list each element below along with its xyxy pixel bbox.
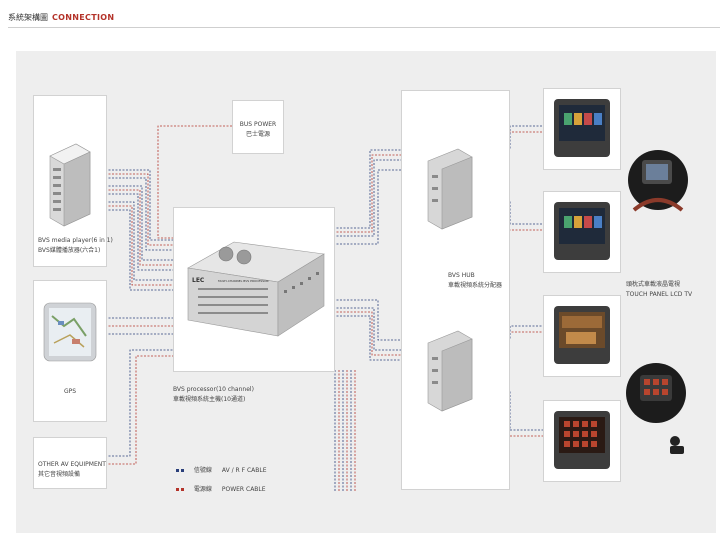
gps-device-icon	[43, 302, 97, 362]
legend-av-swatch-2	[181, 469, 184, 472]
media-player-device-icon	[49, 143, 91, 227]
hub-upper-icon	[427, 148, 473, 230]
legend-power-cable: 電源線 POWER CABLE	[176, 484, 266, 493]
bus-power-box: BUS POWER 巴士電源	[232, 100, 284, 154]
media-player-power-cables	[105, 173, 173, 286]
monitor-box-4	[543, 400, 621, 482]
legend-power-cn: 電源線	[193, 486, 212, 493]
legend-av-swatch	[176, 469, 179, 472]
monitor-1-icon	[554, 99, 610, 157]
touch-panel-label-cn: 頭枕式車載液晶電視	[626, 281, 681, 288]
hub-label-cn: 車載視頻系統分配器	[448, 282, 503, 289]
headrest-photo-bottom	[626, 363, 686, 423]
other-av-power-cable	[105, 355, 173, 465]
bus-power-cable	[157, 125, 232, 239]
page-header: 系統架構圖 CONNECTION	[8, 12, 114, 23]
processor-box: LEC MULTI-CHANNEL BVS PROCESSOR	[173, 207, 335, 372]
gamepad-icon	[670, 436, 684, 454]
other-av-box: OTHER AV EQUIPMENT 其它音視頻設備	[33, 437, 107, 489]
legend-power-en: POWER CABLE	[221, 486, 266, 493]
header-accent: CONNECTION	[52, 13, 115, 22]
monitor-4-icon	[554, 411, 610, 469]
processor-model: MULTI-CHANNEL BVS PROCESSOR	[218, 279, 269, 283]
legend-power-swatch-2	[181, 488, 184, 491]
other-av-cable	[105, 349, 173, 457]
hub-device-icons	[427, 148, 473, 412]
other-av-label-cn: 其它音視頻設備	[38, 471, 81, 478]
other-av-label-en: OTHER AV EQUIPMENT	[38, 461, 106, 468]
header-divider	[8, 27, 720, 28]
hub-lower-icon	[427, 330, 473, 412]
bus-power-label-en: BUS POWER	[239, 121, 277, 128]
processor-label-cn: 車載視頻系統主機(10通道)	[173, 396, 246, 403]
monitor-box-1	[543, 88, 621, 170]
legend-av-en: AV / R F CABLE	[221, 467, 267, 474]
bus-power-label-cn: 巴士電源	[245, 131, 270, 138]
gps-box: GPS	[33, 280, 107, 422]
processor-to-hub-av-cables	[333, 149, 422, 361]
processor-bottom-power-cables	[338, 370, 356, 492]
header-title: 系統架構圖	[8, 13, 48, 22]
hub-label-en: BVS HUB	[448, 272, 475, 279]
media-player-av-cables	[105, 169, 173, 291]
gps-label: GPS	[63, 388, 77, 395]
legend-av-cable: 信號線 AV / R F CABLE	[176, 465, 267, 474]
touch-panel-label-en: TOUCH PANEL LCD TV	[626, 291, 693, 298]
monitor-box-2	[543, 191, 621, 273]
legend-av-cn: 信號線	[193, 467, 212, 474]
media-player-label-en: BVS media player(6 in 1)	[38, 237, 113, 244]
media-player-box: BVS media player(6 in 1) BVS媒體播放器(六合1)	[33, 95, 113, 267]
processor-label-en: BVS processor(10 channel)	[173, 386, 254, 393]
hub-box: BVS HUB 車載視頻系統分配器	[401, 90, 510, 490]
processor-device-icon: LEC MULTI-CHANNEL BVS PROCESSOR	[187, 241, 325, 337]
media-player-label-cn: BVS媒體播放器(六合1)	[38, 247, 101, 254]
headrest-photo-top	[628, 150, 688, 212]
monitor-3-icon	[554, 306, 610, 364]
processor-to-hub-power-cables	[333, 154, 422, 356]
monitor-box-3	[543, 295, 621, 377]
legend-power-swatch	[176, 488, 179, 491]
monitor-2-icon	[554, 202, 610, 260]
processor-bottom-av-cables	[334, 370, 352, 492]
processor-brand: LEC	[192, 277, 205, 284]
